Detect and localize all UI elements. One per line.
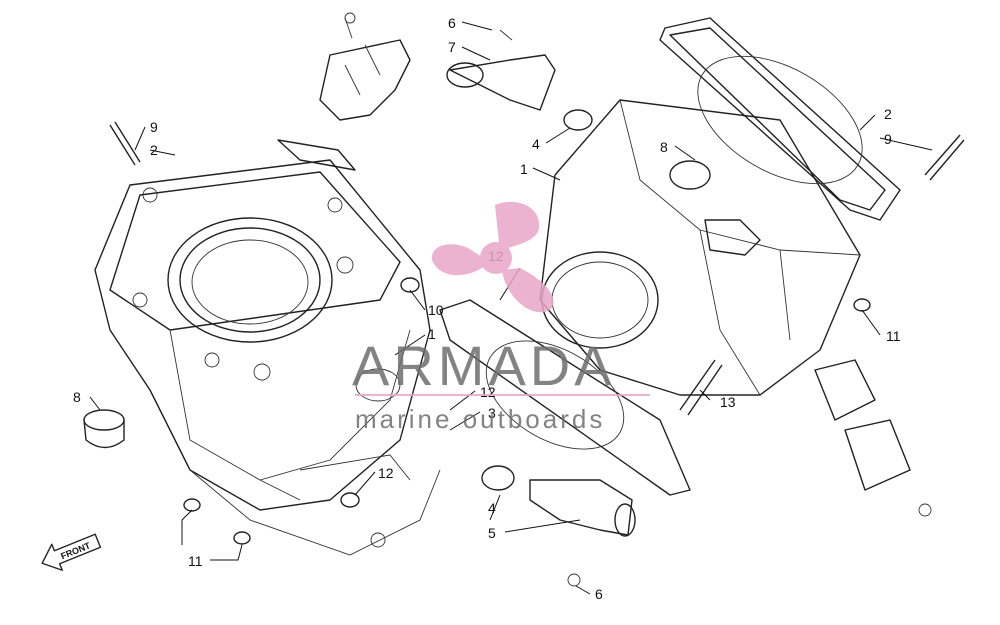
lower-water-elbow bbox=[481, 465, 636, 587]
callout-13: 13 bbox=[720, 394, 736, 410]
callout-11-right: 11 bbox=[886, 328, 901, 344]
right-base-gasket bbox=[439, 299, 691, 496]
leader-lines bbox=[89, 21, 933, 595]
callout-9-left: 9 bbox=[150, 119, 158, 135]
callout-2-right: 2 bbox=[884, 106, 892, 122]
callout-5: 5 bbox=[488, 525, 496, 541]
right-cylinder-block bbox=[539, 99, 861, 396]
callout-2-left: 2 bbox=[150, 142, 158, 158]
callout-6-bottom: 6 bbox=[595, 586, 603, 602]
watermark-tagline: marine outboards bbox=[355, 404, 605, 434]
front-arrow-label: FRONT bbox=[59, 540, 92, 561]
left-plug bbox=[83, 409, 125, 449]
callout-12-low: 12 bbox=[378, 465, 394, 481]
right-tensioner bbox=[814, 359, 932, 517]
callout-11-left: 11 bbox=[188, 553, 203, 569]
callout-7: 7 bbox=[448, 39, 456, 55]
front-arrow: FRONT bbox=[41, 533, 102, 571]
watermark-brand: ARMADA bbox=[352, 334, 616, 397]
right-head-gasket bbox=[659, 17, 901, 221]
right-stud bbox=[924, 134, 965, 181]
callout-3: 3 bbox=[488, 405, 496, 421]
left-cylinder-block bbox=[94, 159, 441, 556]
callout-4-top: 4 bbox=[532, 136, 540, 152]
callout-10: 10 bbox=[428, 302, 444, 318]
left-tensioner bbox=[277, 12, 411, 171]
armada-logo: ARMADA marine outboards bbox=[352, 201, 650, 434]
callout-8-left: 8 bbox=[73, 389, 81, 405]
upper-water-elbow bbox=[446, 29, 593, 131]
callout-6-top: 6 bbox=[448, 15, 456, 31]
callout-9-right: 9 bbox=[884, 131, 892, 147]
right-bushing bbox=[853, 298, 871, 312]
left-stud bbox=[109, 121, 141, 166]
callout-4-bottom: 4 bbox=[488, 500, 496, 516]
propeller-icon bbox=[431, 201, 554, 313]
dowel-13 bbox=[679, 359, 723, 416]
callout-1-left: 1 bbox=[428, 326, 436, 342]
callout-1-right: 1 bbox=[520, 161, 528, 177]
callout-8-right: 8 bbox=[660, 139, 668, 155]
callout-labels: 6 7 4 1 8 2 9 9 2 11 13 10 1 8 12 3 12 1… bbox=[73, 15, 901, 602]
left-bottom-bushings bbox=[183, 277, 420, 545]
